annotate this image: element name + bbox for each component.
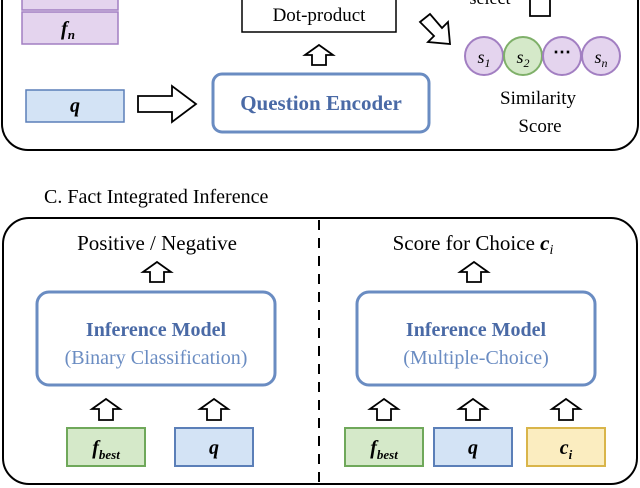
similarity-score-circles: s1 s2 ⋯ sn [464,36,621,76]
right-input-fact: fbest [344,397,424,467]
top-question-box [25,89,125,123]
inference-panel-frame [2,217,638,485]
top-panel-frame [1,0,639,151]
left-model-title: Inference Model [86,319,227,341]
right-model-to-output-arrow [457,260,491,283]
fact-n-box [21,11,119,45]
score-label-1: s1 [477,47,490,70]
right-output-label: Score for Choice ci [393,231,554,258]
left-fact-up-arrow [89,397,123,421]
encoder-to-dot-arrow [302,43,336,66]
left-inputs: fbest q [66,397,254,467]
score-label-3: ⋯ [553,42,571,62]
dot-product-label: Dot-product [273,5,367,26]
dot-to-scores-arrow [418,12,451,45]
score-circle-2: s2 [503,36,543,76]
right-choice-label: ci [560,437,573,462]
right-question-up-arrow [456,397,490,421]
right-fact-box [344,427,424,467]
fact-n-label: fn [61,18,75,42]
similarity-label-line2: Score [518,116,561,137]
right-model-title: Inference Model [406,319,547,341]
left-fact-label: fbest [92,437,120,462]
right-model-subtitle: (Multiple-Choice) [403,347,549,369]
right-fact-up-arrow [367,397,401,421]
score-label-2: s2 [516,47,529,70]
fact-stack-box-upper [21,0,119,11]
left-input-fact: fbest [66,397,146,467]
right-choice-box [526,427,606,467]
score-circle-1: s1 [464,36,504,76]
question-to-encoder-arrow [137,84,198,124]
section-c-title: C. Fact Integrated Inference [44,186,268,208]
left-question-label: q [209,437,219,459]
select-label: select [470,0,511,8]
right-input-question: q [433,397,513,467]
right-inference-model-box [355,290,597,387]
score-label-4: sn [594,47,607,70]
left-model-subtitle: (Binary Classification) [65,347,248,369]
left-question-box [174,427,254,467]
question-encoder-box [211,72,431,134]
left-question-up-arrow [197,397,231,421]
right-choice-up-arrow [549,397,583,421]
left-model-to-output-arrow [140,260,174,283]
right-question-label: q [468,437,478,459]
left-output-label: Positive / Negative [77,231,237,255]
score-circle-3: ⋯ [542,36,582,76]
dot-product-box [241,0,397,33]
left-fact-box [66,427,146,467]
question-encoder-label: Question Encoder [240,91,402,115]
score-circle-4: sn [581,36,621,76]
right-fact-label: fbest [370,437,398,462]
left-input-question: q [174,397,254,467]
right-inputs: fbest q ci [344,397,606,467]
right-input-choice: ci [526,397,606,467]
similarity-label-line1: Similarity [500,88,577,109]
left-inference-model-box [35,290,277,387]
right-question-box [433,427,513,467]
top-question-label: q [70,95,80,117]
select-arrow [529,0,551,17]
